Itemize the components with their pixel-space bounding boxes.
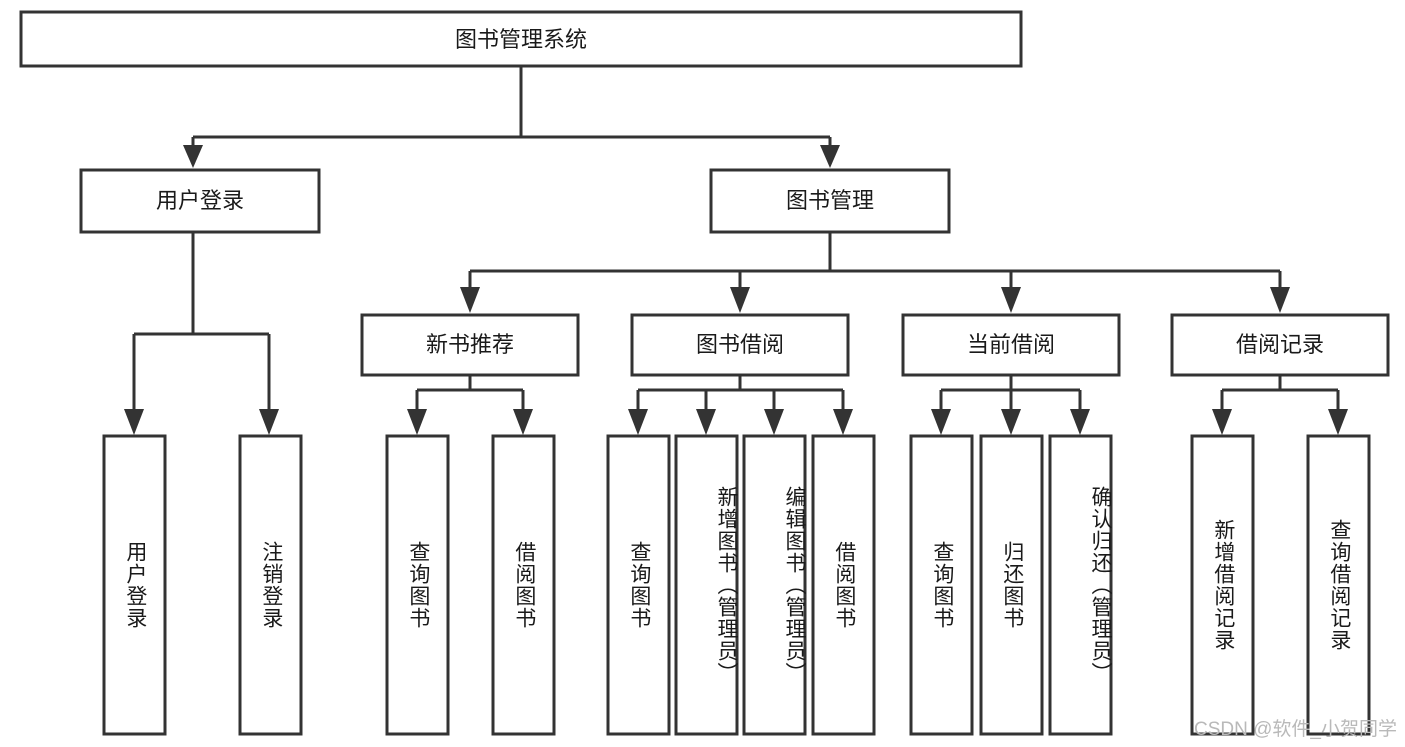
arrow-l2-2-leaf-1 [1001,409,1021,435]
csdn-watermark: CSDN @软件_小贺同学 [1194,719,1397,740]
node-l1-1[interactable] [709,168,951,234]
node-lf-8[interactable] [909,434,974,736]
arrow-l2-1-leaf-2 [764,409,784,435]
node-root[interactable] [19,10,1023,68]
node-l2-2[interactable] [901,313,1121,377]
arrow-l2-1-leaf-1 [696,409,716,435]
node-lf-7[interactable] [811,434,876,736]
arrow-l2-3-leaf-0 [1212,409,1232,435]
node-l1-0-label: 用户登录 [156,188,244,213]
node-lf-0[interactable] [102,434,167,736]
connector-layer [124,66,1348,435]
node-l1-1-label: 图书管理 [786,188,874,213]
node-root-label: 图书管理系统 [455,27,587,52]
node-lf-5[interactable] [674,434,739,736]
node-lf-11[interactable] [1190,434,1255,736]
node-l2-3[interactable] [1170,313,1390,377]
node-lf-10[interactable] [1048,434,1113,736]
arrow-l1-1-to-l2-2 [1001,287,1021,313]
arrow-l1-1-to-l2-1 [730,287,750,313]
node-lf-9[interactable] [979,434,1044,736]
node-l2-3-label: 借阅记录 [1236,332,1324,357]
arrow-l2-1-leaf-0 [628,409,648,435]
node-l2-1-label: 图书借阅 [696,332,784,357]
arrow-l1-1-to-l2-0 [460,287,480,313]
arrow-l2-2-leaf-2 [1070,409,1090,435]
arrow-root-to-l1-1 [820,145,840,168]
node-lf-3[interactable] [491,434,556,736]
node-lf-4[interactable] [606,434,671,736]
node-l2-0[interactable] [360,313,580,377]
arrow-l2-2-leaf-0 [931,409,951,435]
node-layer: 图书管理系统 用户登录 图书管理 新书推荐 图书借阅 当前借阅 借阅记录 [19,10,1390,736]
node-lf-1[interactable] [238,434,303,736]
arrow-l2-3-leaf-1 [1328,409,1348,435]
arrow-l2-0-leaf-1 [513,409,533,435]
arrow-l1-0-leaf-1 [259,409,279,435]
arrow-root-to-l1-0 [183,145,203,168]
node-lf-12[interactable] [1306,434,1371,736]
arrow-l2-1-leaf-3 [833,409,853,435]
node-l1-0[interactable] [79,168,321,234]
node-l2-1[interactable] [630,313,850,377]
arrow-l1-1-to-l2-3 [1270,287,1290,313]
node-l2-0-label: 新书推荐 [426,332,514,357]
arrow-l1-0-leaf-0 [124,409,144,435]
arrow-l2-0-leaf-0 [407,409,427,435]
node-lf-2[interactable] [385,434,450,736]
node-l2-2-label: 当前借阅 [967,332,1055,357]
node-lf-6[interactable] [742,434,807,736]
